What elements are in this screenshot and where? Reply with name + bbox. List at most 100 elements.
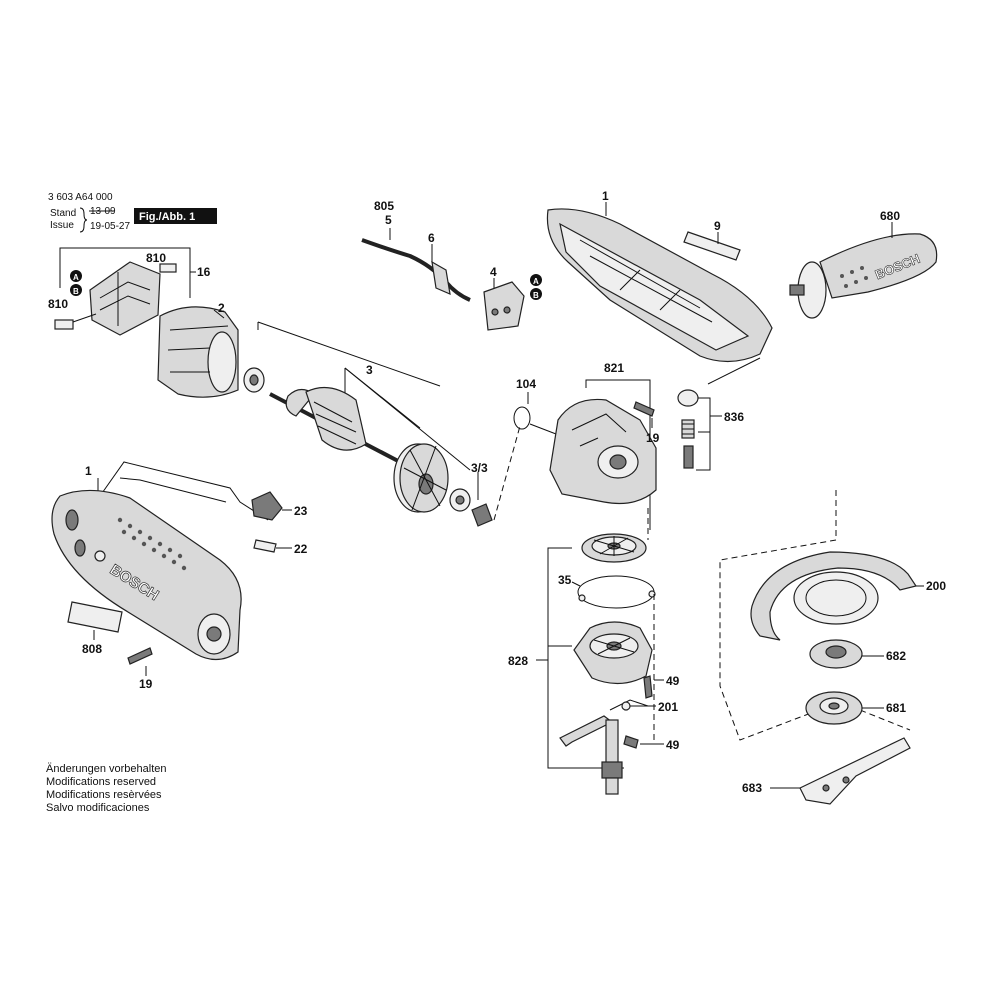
callout-19-b: 19 xyxy=(139,677,153,691)
callout-683: 683 xyxy=(742,781,762,795)
callout-5: 5 xyxy=(385,213,392,227)
figure-badge xyxy=(134,208,217,224)
auxiliary-handle: BOSCH 680 xyxy=(789,209,938,319)
switch-slide xyxy=(253,539,277,553)
brace xyxy=(79,207,88,233)
guard-flange-group: 200 682 681 xyxy=(653,490,946,741)
housing-vent-3 xyxy=(94,550,106,562)
bearing-flange-ribs xyxy=(593,637,635,655)
lever-arm xyxy=(559,715,614,747)
callout-821: 821 xyxy=(604,361,624,375)
callout-836: 836 xyxy=(724,410,744,424)
dash-pinion xyxy=(493,425,521,521)
callout-200: 200 xyxy=(926,579,946,593)
note-es: Salvo modificaciones xyxy=(46,802,150,814)
callout-49-b: 49 xyxy=(666,738,680,752)
power-cord: 805 5 6 xyxy=(361,199,471,302)
switch-slide-parts: 23 22 xyxy=(251,491,308,556)
bearing-pinion: 3/3 xyxy=(449,425,521,527)
callout-6: 6 xyxy=(428,231,435,245)
callout-680: 680 xyxy=(880,209,900,223)
gasket-tab-left xyxy=(578,594,586,602)
leader-to-housing xyxy=(707,357,761,385)
marker-b-right-text: B xyxy=(533,291,539,300)
label-plate-shape xyxy=(683,231,741,261)
bracket-836 xyxy=(696,397,711,471)
handle-dots xyxy=(840,266,868,288)
marker-a-right-text: A xyxy=(533,277,539,286)
callout-681: 681 xyxy=(886,701,906,715)
callout-810-a: 810 xyxy=(146,251,166,265)
brush-holder-detail xyxy=(99,272,151,326)
gasket-35 xyxy=(577,575,655,609)
spindle xyxy=(605,719,619,769)
note-de: Änderungen vorbehalten xyxy=(46,763,166,775)
spanner-pin-1 xyxy=(822,784,830,792)
guard-collar-inner xyxy=(805,579,867,617)
marker-b-left-text: B xyxy=(73,287,79,296)
housing-vent-1 xyxy=(65,509,79,531)
housing-top-half: 1 xyxy=(546,189,773,385)
switch: 4 A B xyxy=(483,265,542,331)
brush-holder xyxy=(89,261,161,336)
dash-guard-bracket xyxy=(719,490,911,741)
gear-housing-bore-inner xyxy=(609,454,627,470)
screw-49-a xyxy=(643,675,653,699)
spindle-lock-group: 19 836 xyxy=(633,389,744,471)
lock-button xyxy=(677,389,699,407)
fan-detail xyxy=(403,445,447,511)
spanner: 683 xyxy=(742,737,911,805)
housing-left-half: 1 BOSCH xyxy=(51,461,269,661)
flange-682-bore xyxy=(825,645,847,659)
wheel-guard xyxy=(750,551,917,641)
callout-49-a: 49 xyxy=(666,674,680,688)
spanner-pin-2 xyxy=(842,776,850,784)
housing-left-nose-bore xyxy=(206,626,222,642)
housing-vent-2 xyxy=(74,539,86,557)
callout-4: 4 xyxy=(490,265,497,279)
callout-682: 682 xyxy=(886,649,906,663)
callout-3: 3 xyxy=(366,363,373,377)
callout-201: 201 xyxy=(658,700,678,714)
carbon-brush-top xyxy=(159,263,177,273)
callout-1-top: 1 xyxy=(602,189,609,203)
document-header: 3 603 A64 000 Stand Issue 13-09 19-05-27… xyxy=(48,192,217,233)
callout-35: 35 xyxy=(558,573,572,587)
housing-left-rail xyxy=(99,461,269,521)
callout-22: 22 xyxy=(294,542,308,556)
screw-left xyxy=(127,647,153,665)
leader-3-d xyxy=(344,367,471,471)
stator-bore xyxy=(207,331,237,393)
switch-button xyxy=(251,491,283,521)
leader-810b xyxy=(72,313,97,323)
pinion xyxy=(471,503,493,527)
callout-1-left: 1 xyxy=(85,464,92,478)
leader-3-a xyxy=(257,321,441,387)
spindle-lock-lever xyxy=(609,699,649,711)
field-stator: 2 xyxy=(157,301,239,398)
bracket-828 xyxy=(547,547,624,769)
washer-201 xyxy=(621,701,631,711)
carbon-brush-bottom xyxy=(54,319,74,330)
armature-group: 3 xyxy=(243,321,471,471)
marker-a-left xyxy=(70,270,82,282)
housing-top-ribs xyxy=(579,239,713,323)
lock-spring-coils xyxy=(682,423,694,435)
footer-notes: Änderungen vorbehalten Modifications res… xyxy=(46,763,166,814)
callout-16: 16 xyxy=(197,265,211,279)
cord xyxy=(361,238,471,302)
screw-19-a xyxy=(633,401,655,417)
o-ring-104 xyxy=(513,406,531,430)
screw-49-b xyxy=(623,735,639,749)
marker-a-left-text: A xyxy=(73,273,79,282)
callout-104: 104 xyxy=(516,377,536,391)
leader-35 xyxy=(571,581,581,587)
note-en: Modifications reserved xyxy=(46,776,156,788)
callout-828: 828 xyxy=(508,654,528,668)
doc-number: 3 603 A64 000 xyxy=(48,192,113,203)
spindle-thread xyxy=(601,761,623,779)
callout-805: 805 xyxy=(374,199,394,213)
callout-810-b: 810 xyxy=(48,297,68,311)
spindle-tip xyxy=(605,777,619,795)
